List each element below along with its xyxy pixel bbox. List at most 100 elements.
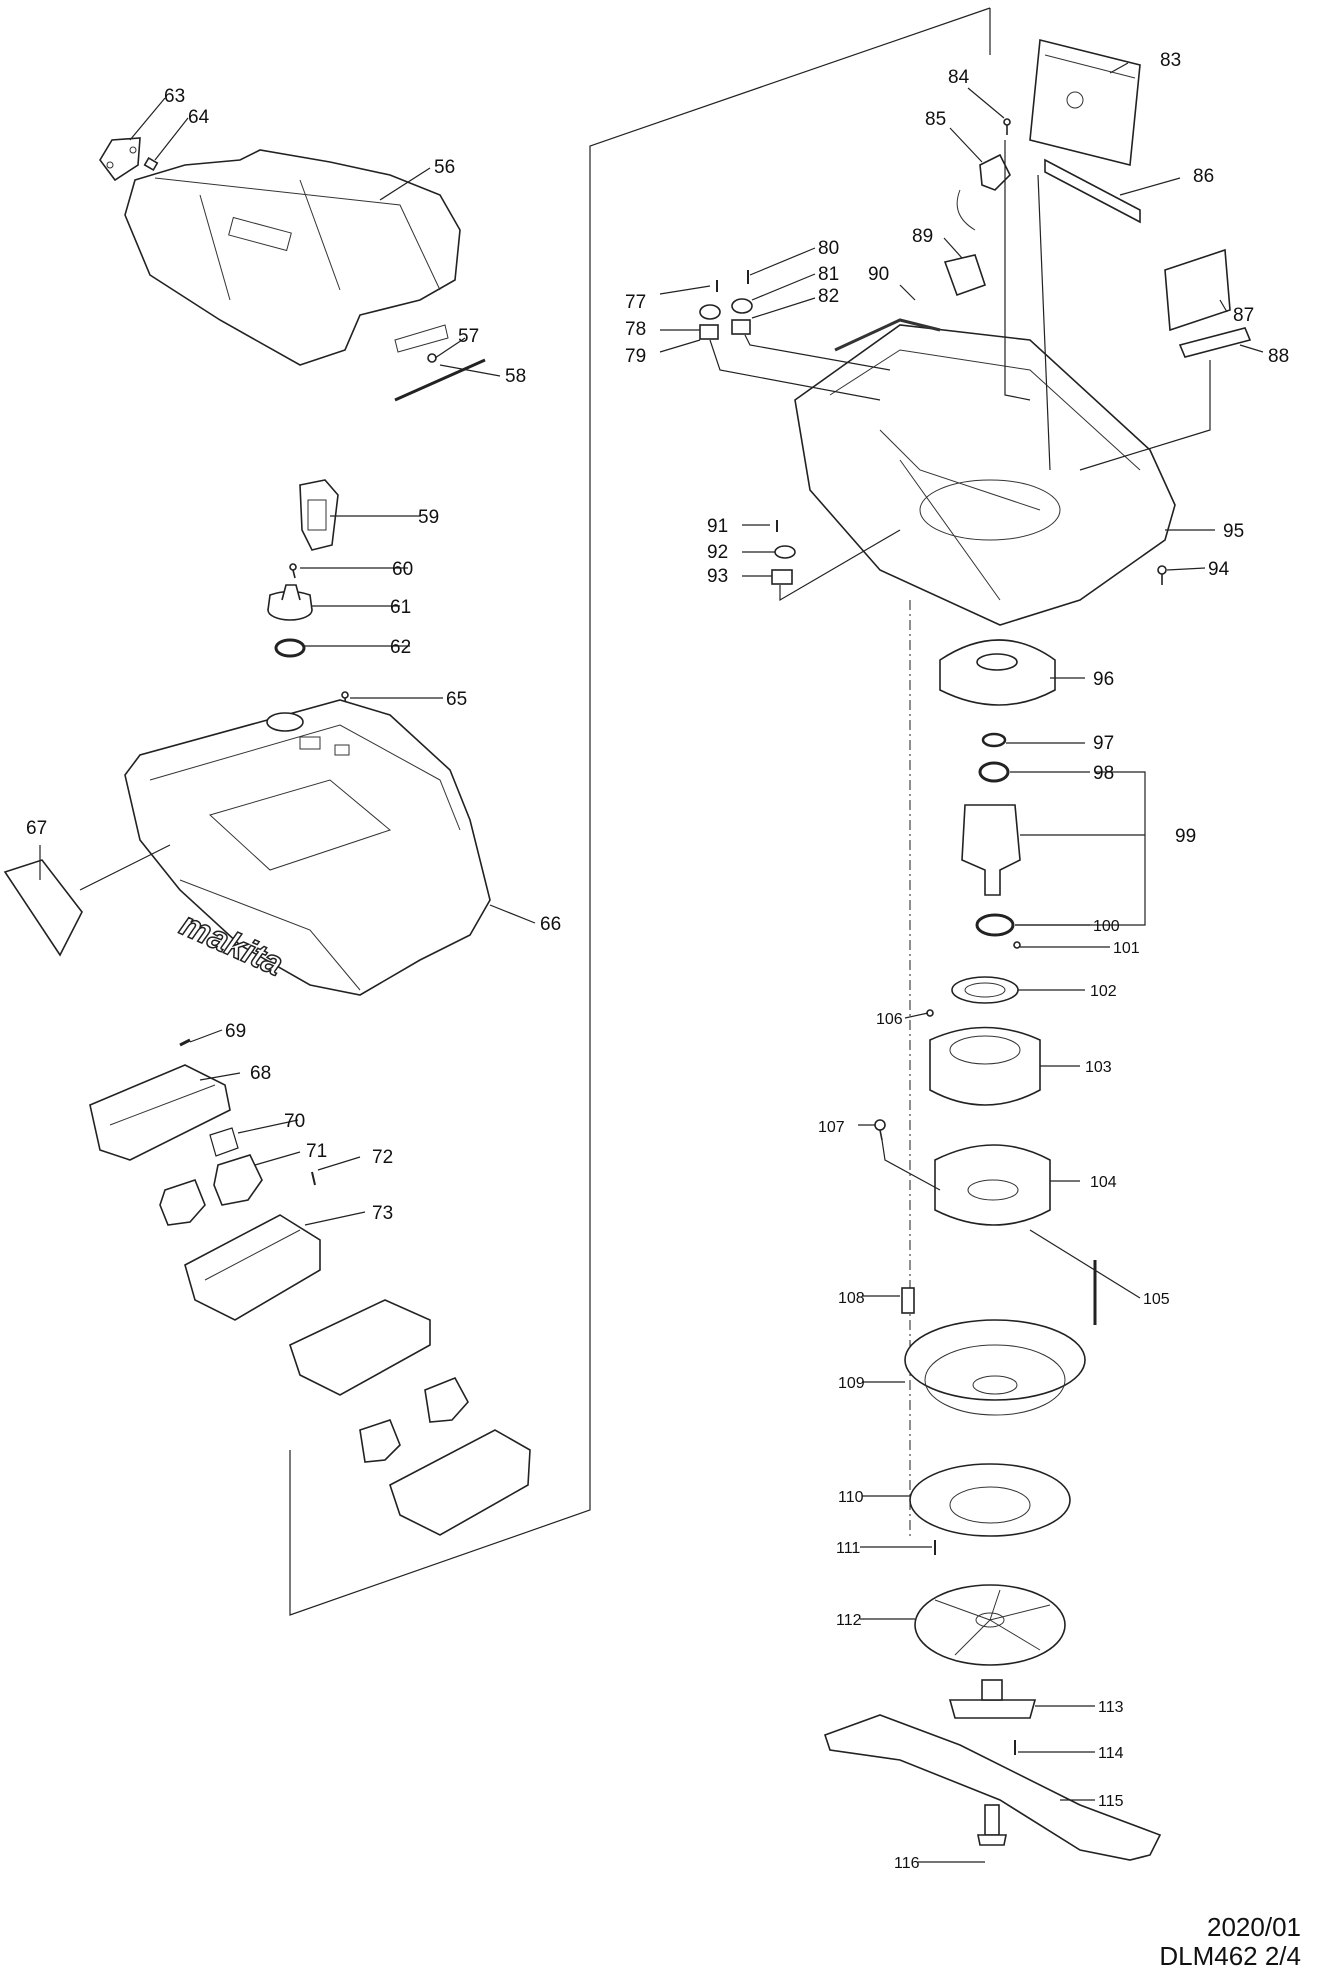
label-part-109: 109 [838,1375,865,1392]
label-part-73: 73 [372,1203,393,1224]
part-95-main-housing [794,324,1176,626]
part-101-screw [1013,941,1021,949]
part-66-battery-housing [124,699,491,996]
label-part-80: 80 [818,238,839,259]
label-part-94: 94 [1208,559,1230,580]
part-97-wave-washer [981,732,1007,748]
footer-model-page: DLM462 2/4 [1159,1941,1301,1971]
part-113-blade-holder [948,1679,1037,1719]
part-59-key [299,479,339,551]
part-104-motor-housing [934,1144,1051,1226]
label-part-69: 69 [225,1021,246,1042]
label-part-102: 102 [1090,983,1117,1000]
label-part-85: 85 [925,109,946,130]
label-part-60: 60 [392,559,413,580]
part-79-holder [699,324,719,340]
part-100-bearing [975,913,1015,937]
part-82-holder [731,319,751,335]
part-88-foam-strip [1178,327,1252,358]
label-part-89: 89 [912,226,933,247]
label-part-116: 116 [894,1855,920,1872]
part-61-knob [267,584,313,621]
label-part-105: 105 [1143,1291,1170,1308]
label-part-68: 68 [250,1063,271,1084]
label-part-92: 92 [707,542,728,563]
label-part-111: 111 [836,1540,860,1557]
part-93-holder [771,569,793,585]
part-96-bearing-cap [939,639,1056,706]
label-part-104: 104 [1090,1174,1117,1191]
part-108-bolt [901,1287,915,1314]
label-part-61: 61 [390,597,411,618]
label-part-101: 101 [1113,940,1140,957]
part-73-terminal-block [184,1214,531,1536]
label-part-59: 59 [418,507,439,528]
label-part-70: 70 [284,1111,305,1132]
label-part-106: 106 [876,1011,903,1028]
label-part-100: 100 [1093,918,1120,935]
part-115-blade [823,1714,1162,1861]
label-part-91: 91 [707,516,728,537]
part-112-fan [914,1584,1066,1666]
label-part-57: 57 [458,326,479,347]
part-86-foam-strip [1044,158,1141,224]
label-part-115: 115 [1098,1793,1124,1810]
footer-date: 2020/01 [1207,1912,1301,1942]
label-part-81: 81 [818,264,839,285]
label-part-99: 99 [1175,826,1196,847]
label-part-93: 93 [707,566,728,587]
part-63-latch [99,137,141,182]
label-part-79: 79 [625,346,646,367]
part-103-stator [929,1026,1041,1106]
part-71-terminal [159,1154,263,1226]
part-labels: 56 57 58 59 60 61 62 63 64 65 66 67 68 6… [26,50,1289,1872]
label-part-107: 107 [818,1119,845,1136]
label-part-88: 88 [1268,346,1289,367]
label-part-65: 65 [446,689,467,710]
part-110-plate [909,1463,1071,1537]
label-part-90: 90 [868,264,889,285]
label-part-98: 98 [1093,763,1114,784]
part-72-screw [311,1171,316,1186]
part-70-pad [209,1127,239,1157]
leader-lines [39,62,1264,1863]
label-part-95: 95 [1223,521,1244,542]
part-84-screw [1003,118,1011,135]
label-part-58: 58 [505,366,526,387]
part-90-cable [834,318,941,352]
label-part-113: 113 [1098,1699,1124,1716]
label-part-108: 108 [838,1290,865,1307]
part-89-lock-switch [943,254,987,297]
part-87-sub-board [1164,248,1231,332]
label-part-56: 56 [434,157,455,178]
label-part-77: 77 [625,292,646,313]
label-part-97: 97 [1093,733,1114,754]
part-102-sensor-board [951,976,1019,1004]
label-part-78: 78 [625,319,646,340]
label-part-87: 87 [1233,305,1254,326]
part-58-shaft [394,358,486,402]
part-83-controller-board [1029,38,1141,167]
label-part-67: 67 [26,818,47,839]
part-67-filter-plate [3,859,83,957]
part-64-spring [143,156,159,172]
part-81-clip [731,298,753,314]
section-divider-lines [289,7,991,1616]
label-part-71: 71 [306,1141,327,1162]
label-part-84: 84 [948,67,970,88]
label-part-82: 82 [818,286,839,307]
part-57-clip [427,353,437,363]
label-part-103: 103 [1085,1059,1112,1076]
part-94-screw [1157,565,1167,585]
part-85-switch [956,153,1011,231]
label-part-110: 110 [838,1489,864,1506]
label-part-86: 86 [1193,166,1214,187]
label-part-112: 112 [836,1612,862,1629]
part-78-clip [699,304,721,320]
label-part-96: 96 [1093,669,1114,690]
part-60-screw [289,563,297,579]
part-107-bolt [874,1119,886,1141]
part-68-terminal-holder [89,1064,231,1161]
label-part-62: 62 [390,637,411,658]
